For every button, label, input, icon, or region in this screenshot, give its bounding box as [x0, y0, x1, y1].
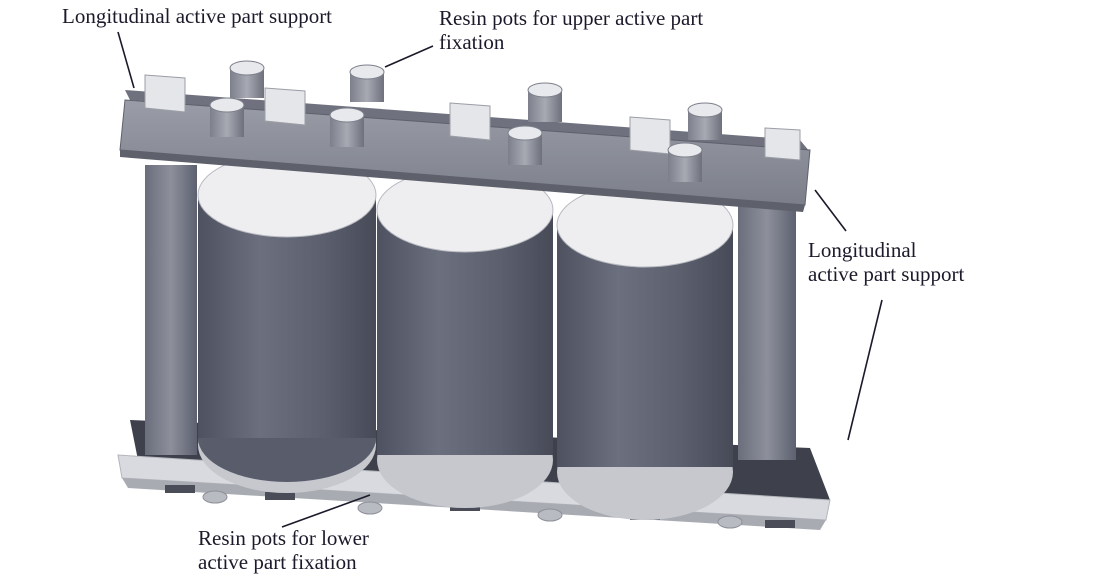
leader-lines: [117, 31, 883, 528]
coil-left: [197, 152, 377, 493]
leader-top-right: [384, 45, 434, 68]
coil-middle: [376, 167, 554, 508]
side-limbs: [145, 165, 796, 460]
label-lower-resin-pots: Resin pots for lower active part fixatio…: [198, 526, 369, 574]
upper-resin-pots: [209, 60, 723, 182]
label-longitudinal-support-right-line1: Longitudinal: [808, 238, 917, 262]
label-lower-resin-pots-line1: Resin pots for lower: [198, 526, 369, 550]
label-lower-resin-pots-line2: active part fixation: [198, 550, 357, 574]
leader-right-lower: [847, 299, 883, 441]
label-longitudinal-support-right-line2: active part support: [808, 262, 965, 286]
label-longitudinal-support-right: Longitudinal active part support: [808, 238, 964, 286]
upper-frame: [119, 74, 811, 212]
leader-top-left: [117, 31, 135, 89]
label-upper-resin-pots-line2: fixation: [439, 30, 505, 54]
label-upper-resin-pots-line1: Resin pots for upper active part: [439, 6, 704, 30]
coil-right: [556, 182, 734, 520]
label-upper-resin-pots: Resin pots for upper active part fixatio…: [439, 6, 703, 54]
lower-resin-pots: [202, 490, 743, 529]
coils: [197, 152, 734, 520]
label-longitudinal-support-top: Longitudinal active part support: [62, 4, 333, 28]
leader-bottom: [281, 494, 371, 528]
leader-right-upper: [814, 189, 847, 232]
